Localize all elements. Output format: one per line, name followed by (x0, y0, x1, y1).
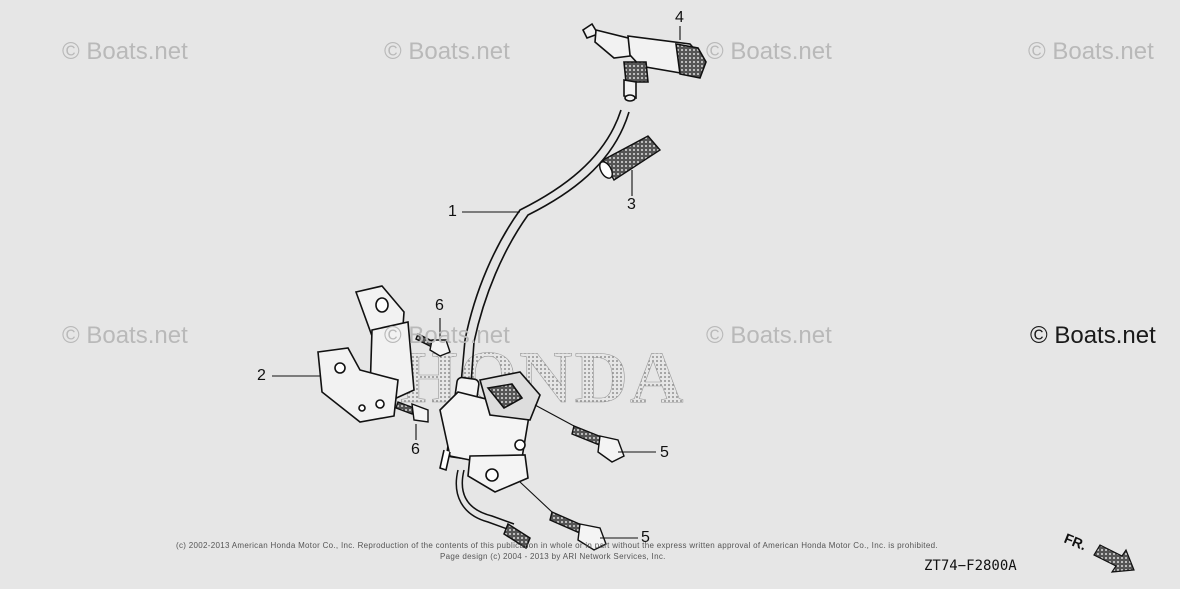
spark-plug-cap (581, 22, 707, 102)
coil-bolt-lower (549, 511, 607, 551)
callout-3[interactable]: 3 (627, 196, 636, 213)
coil-bolt-upper (571, 425, 625, 463)
callout-2[interactable]: 2 (257, 367, 266, 384)
watermark-4: © Boats.net (1028, 38, 1154, 65)
ground-wire (455, 469, 531, 550)
cable-spring (599, 135, 662, 181)
watermark-3: © Boats.net (706, 38, 832, 65)
ignition-cable (459, 109, 630, 399)
callout-5-upper[interactable]: 5 (660, 444, 669, 461)
ignition-coil (439, 371, 541, 493)
watermark-2: © Boats.net (384, 38, 510, 65)
watermark-6: © Boats.net (384, 322, 510, 349)
watermark-7: © Boats.net (706, 322, 832, 349)
callout-6-lower[interactable]: 6 (411, 441, 420, 458)
copyright-line-1: (c) 2002-2013 American Honda Motor Co., … (176, 541, 938, 550)
coil-bracket (317, 285, 415, 423)
drawing-code: ZT74−F2800A (924, 558, 1017, 574)
watermark-1: © Boats.net (62, 38, 188, 65)
callout-1[interactable]: 1 (448, 203, 457, 220)
flange-bolt-upper (415, 333, 451, 357)
watermark-strong: © Boats.net (1030, 322, 1156, 349)
callout-4[interactable]: 4 (675, 9, 684, 26)
flange-bolt-lower (395, 401, 429, 423)
leader-lines (272, 26, 681, 539)
front-direction-arrow (1093, 544, 1135, 573)
callout-6-upper[interactable]: 6 (435, 297, 444, 314)
copyright-line-2: Page design (c) 2004 - 2013 by ARI Netwo… (440, 552, 666, 561)
watermark-5: © Boats.net (62, 322, 188, 349)
callout-5-lower[interactable]: 5 (641, 529, 650, 546)
